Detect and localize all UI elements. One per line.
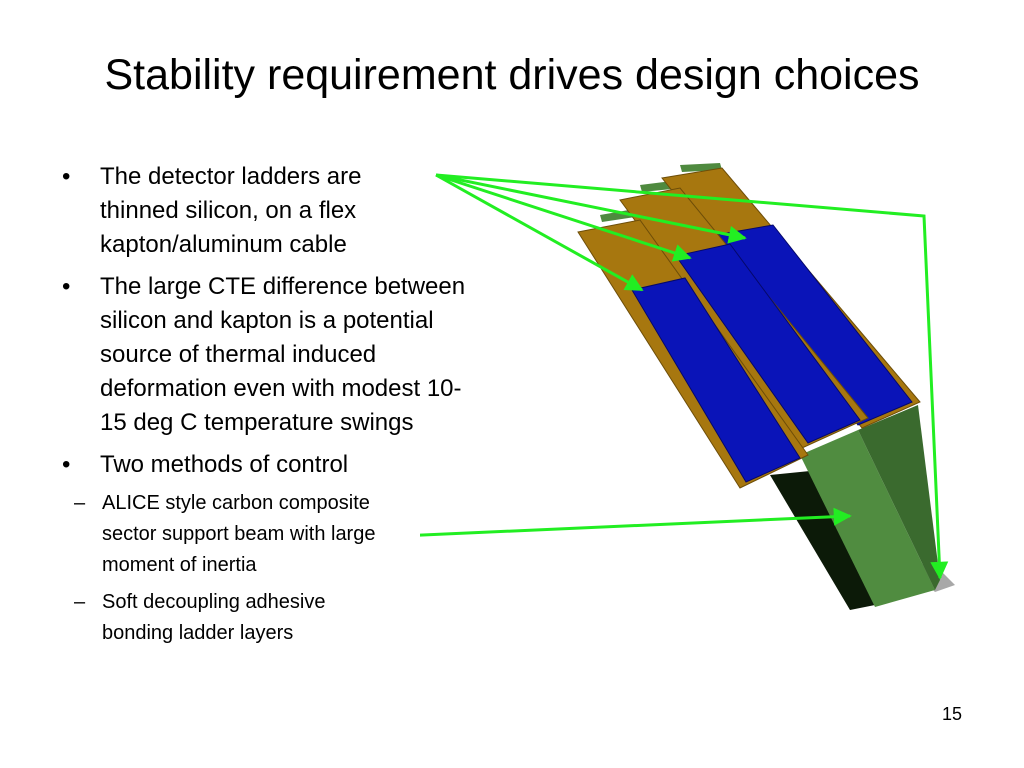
arrow-to-beam-face — [420, 507, 852, 537]
slide-title: Stability requirement drives design choi… — [104, 51, 920, 99]
sub-bullet-mark: – — [74, 492, 86, 514]
bullet-mark: • — [62, 163, 71, 190]
bullet-mark: • — [62, 273, 71, 300]
arrow-to-ladder-1 — [435, 173, 644, 292]
bullet-item: • Two methods of control – ALICE style c… — [58, 448, 488, 649]
bullet-text: The detector ladders are thinned silicon… — [100, 163, 362, 258]
beam-side-face — [858, 405, 940, 590]
bullet-list: • The detector ladders are thinned silic… — [58, 160, 488, 657]
sub-bullet-item: – ALICE style carbon composite sector su… — [58, 488, 412, 581]
beam-dark-face — [770, 470, 875, 610]
bullet-mark: • — [62, 451, 71, 478]
sub-bullet-text: Soft decoupling adhesive bonding ladder … — [102, 591, 326, 644]
ladder-2-silicon — [675, 243, 861, 444]
sub-bullet-item: – Soft decoupling adhesive bonding ladde… — [58, 587, 402, 649]
detector-ladder-illustration — [420, 163, 955, 610]
sub-bullet-mark: – — [74, 591, 86, 613]
sub-bullet-list: – ALICE style carbon composite sector su… — [74, 488, 488, 649]
arrow-to-beam-bottom — [435, 173, 949, 580]
support-beam — [770, 405, 955, 610]
callout-arrows — [420, 173, 949, 580]
bullet-text: The large CTE difference between silicon… — [100, 273, 466, 436]
bullet-item: • The detector ladders are thinned silic… — [58, 160, 430, 262]
arrow-to-ladder-3 — [435, 173, 747, 244]
bullet-text: Two methods of control — [100, 451, 349, 478]
arrow-to-ladder-2 — [435, 173, 692, 262]
page-number: 15 — [941, 704, 962, 724]
bullet-item: • The large CTE difference between silic… — [58, 270, 480, 440]
beam-front-face — [800, 430, 935, 607]
sub-bullet-text: ALICE style carbon composite sector supp… — [102, 492, 376, 576]
ladder-1-silicon — [631, 277, 801, 483]
